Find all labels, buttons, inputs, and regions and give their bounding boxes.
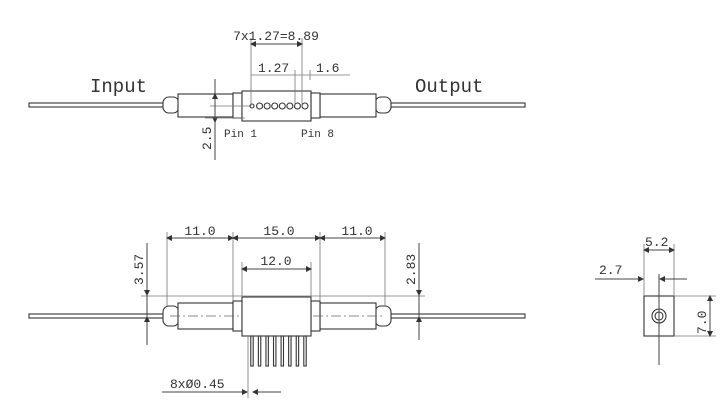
side-view: 5.2 2.7 7.0	[595, 235, 716, 365]
pitch-dimension-label: 7x1.27=8.89	[233, 29, 319, 44]
pin-2	[256, 102, 264, 110]
output-fiber	[388, 102, 526, 108]
front-pins	[250, 335, 307, 367]
pin-8	[301, 102, 309, 110]
front-pin-4	[272, 335, 277, 367]
top-view: 7x1.27=8.89 1.27 1.6 Input Output Pin 1 …	[28, 29, 526, 160]
left-sleeve	[177, 93, 234, 118]
front-view: 11.0 15.0 11.0 12.0 3.57 2.83 8xØ0.45	[28, 224, 526, 398]
pin1-label: Pin 1	[224, 129, 257, 141]
front-pin-5	[280, 335, 285, 367]
pin-4	[271, 102, 279, 110]
left-end-cap	[162, 96, 180, 114]
front-input-fiber	[28, 313, 165, 319]
side-width-dim: 5.2	[645, 235, 668, 250]
pin-5	[278, 102, 286, 110]
height-dimension-label: 2.5	[200, 127, 215, 150]
front-pin-2	[257, 335, 262, 367]
front-right-cap	[374, 305, 392, 327]
side-offset-dim: 2.7	[599, 263, 622, 278]
pin-pitch-label: 1.27	[258, 61, 289, 76]
side-height-dim: 7.0	[695, 311, 710, 334]
pin-row	[249, 102, 309, 110]
left-ring	[232, 92, 243, 119]
pin-3	[263, 102, 271, 110]
edge-dimension-label: 1.6	[316, 61, 339, 76]
right-sleeve	[319, 93, 377, 118]
front-right-sleeve	[319, 302, 377, 330]
left-sleeve-dim: 11.0	[184, 224, 215, 239]
front-pin-8	[303, 335, 307, 367]
pin-7	[293, 102, 301, 110]
front-pin-1	[250, 335, 254, 367]
front-pin-7	[295, 335, 300, 367]
front-pin-3	[265, 335, 269, 367]
pin-diameter-dim: 8xØ0.45	[170, 377, 225, 392]
right-ring	[310, 92, 321, 119]
front-output-fiber	[388, 313, 526, 319]
front-pin-6	[288, 335, 292, 367]
housing-dim: 12.0	[260, 254, 291, 269]
body-dim: 15.0	[263, 224, 294, 239]
right-end-cap	[374, 96, 392, 114]
front-housing	[241, 296, 312, 337]
left-height-dim: 3.57	[132, 254, 147, 285]
pin8-label: Pin 8	[301, 129, 334, 141]
right-sleeve-dim: 11.0	[341, 224, 372, 239]
pin-6	[286, 102, 294, 110]
input-fiber	[28, 102, 165, 108]
right-height-dim: 2.83	[404, 254, 419, 285]
output-label: Output	[415, 76, 483, 98]
input-label: Input	[90, 76, 147, 98]
